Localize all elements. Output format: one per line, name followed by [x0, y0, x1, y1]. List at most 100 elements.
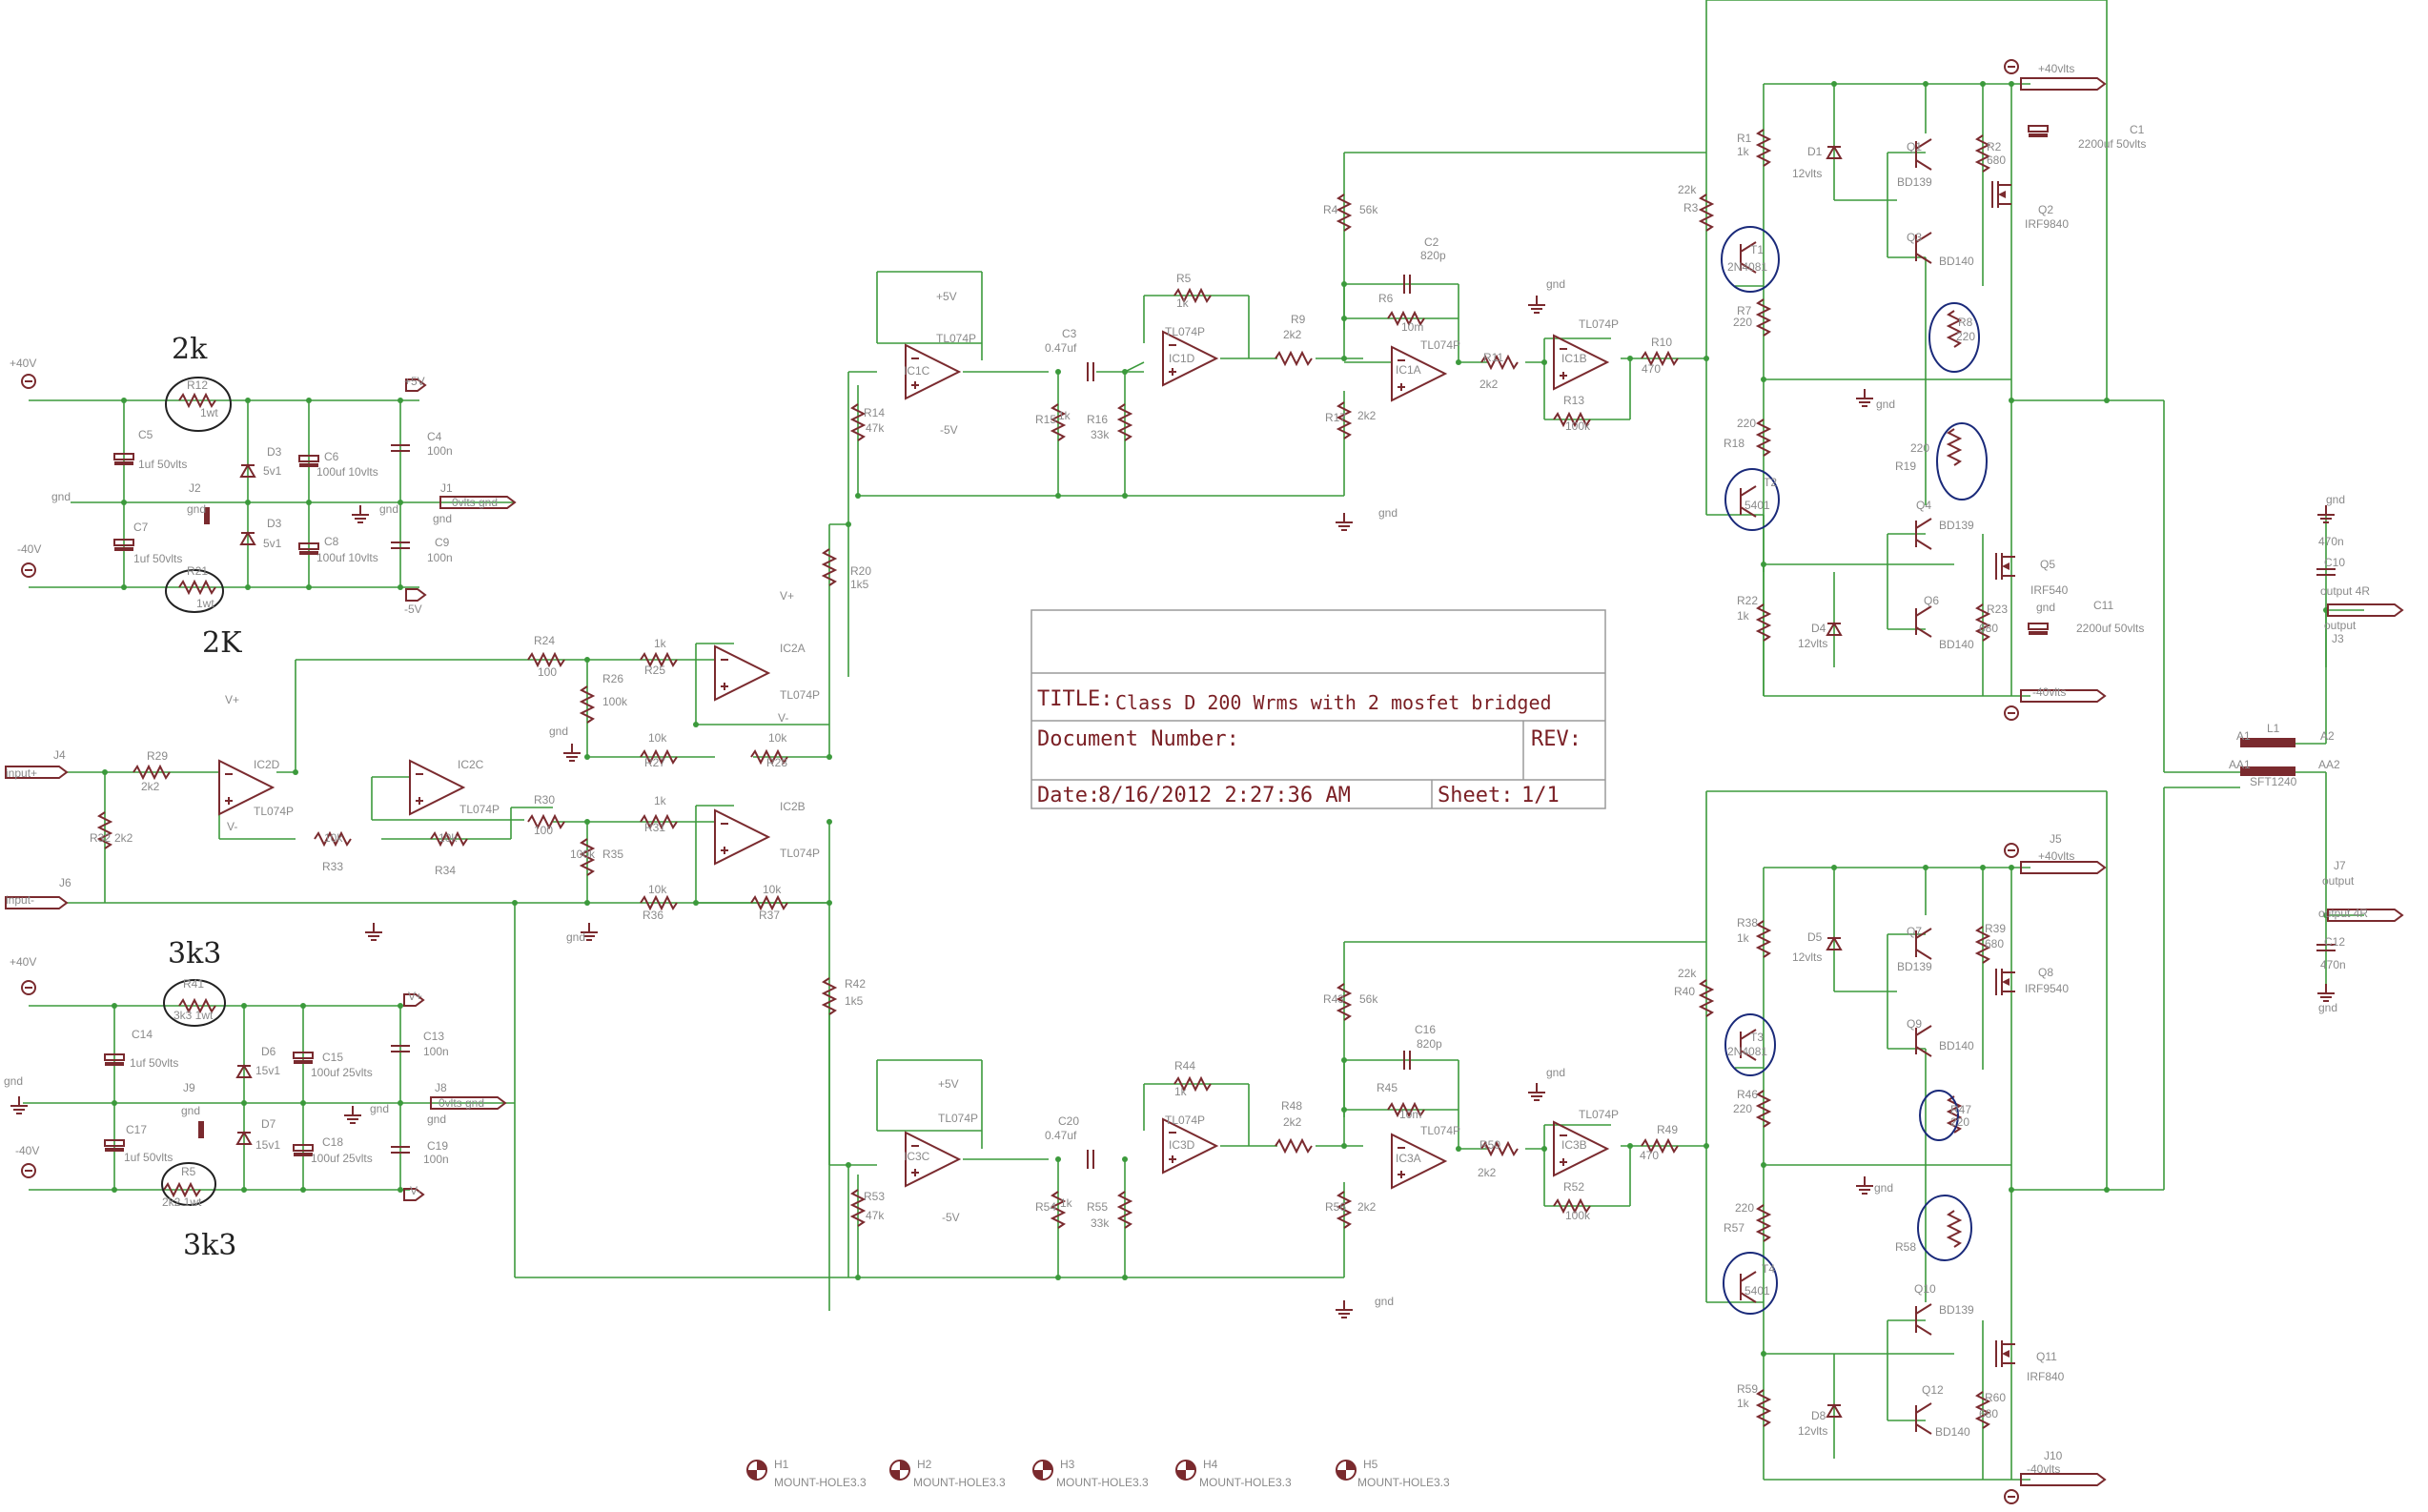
op-amp: [905, 343, 962, 400]
component-label: V+: [408, 990, 422, 1003]
component-label: 56k: [1359, 992, 1378, 1006]
resistor: [1387, 310, 1425, 327]
component-label: gnd: [2036, 601, 2055, 614]
component-label: BD139: [1897, 960, 1932, 973]
ground-symbol: [10, 1096, 28, 1114]
zener-diode: [1826, 145, 1843, 159]
component-label: 2N4081: [1727, 1045, 1767, 1058]
resistor: [1755, 920, 1772, 958]
component-label: L1: [2267, 722, 2280, 735]
date-label: Date:: [1037, 784, 1100, 807]
resistor: [1553, 411, 1591, 428]
ground-symbol: [1336, 513, 1353, 531]
component-label: R4: [1323, 203, 1338, 216]
op-amp: [714, 644, 771, 702]
transistor: [1915, 518, 1932, 550]
component-label: R60: [1985, 1391, 2006, 1404]
component-label: +5V: [404, 375, 425, 388]
component-label: 22k: [1678, 183, 1697, 196]
transistor: [1740, 241, 1757, 274]
component-label: 2200uf 50vlts: [2076, 622, 2144, 635]
component-label: 1k: [1737, 931, 1750, 945]
component-label: gnd: [433, 512, 452, 525]
component-label: 1k: [1058, 409, 1071, 422]
component-label: Q9: [1907, 1017, 1922, 1031]
component-label: IC3C: [904, 1150, 930, 1163]
components: [5, 59, 2404, 1504]
component-label: H1: [774, 1458, 789, 1471]
component-label: gnd: [1876, 398, 1895, 411]
resistor: [1116, 1191, 1133, 1229]
electrolytic-capacitor: [104, 1139, 125, 1152]
note-circle: [1936, 422, 1988, 501]
resistor: [1974, 603, 1991, 642]
note-circle: [1721, 226, 1780, 293]
component-label: output: [2322, 874, 2355, 888]
component-label: R30: [534, 793, 555, 807]
component-label: R2: [1987, 140, 2002, 153]
component-label: gnd: [370, 1102, 389, 1115]
component-label: BD140: [1939, 255, 1974, 268]
component-label: C4: [427, 430, 442, 443]
component-label: R53: [864, 1190, 885, 1203]
component-label: input-: [6, 893, 34, 907]
component-label: 12vlts: [1792, 167, 1822, 180]
component-label: 680: [1985, 937, 2004, 950]
component-label: D6: [261, 1045, 276, 1058]
resistor: [314, 830, 352, 848]
resistor: [1387, 1101, 1425, 1118]
resistor: [1755, 419, 1772, 457]
power-terminal: [2004, 705, 2019, 721]
component-label: -40V: [17, 542, 41, 556]
component-label: R43: [1323, 992, 1344, 1006]
component-label: C2: [1424, 235, 1439, 249]
resistor: [1275, 350, 1313, 367]
net-connector: [5, 766, 69, 779]
component-label: A2: [2320, 729, 2335, 743]
component-label: R31: [644, 821, 665, 834]
ground-symbol: [344, 1106, 361, 1124]
component-label: 1wt: [196, 597, 214, 610]
mosfet: [1995, 553, 2015, 580]
component-label: T3: [1750, 1031, 1764, 1044]
component-label: R34: [435, 864, 456, 877]
component-label: R38: [1737, 916, 1758, 930]
zener-diode: [1826, 936, 1843, 950]
op-amp: [905, 1131, 962, 1188]
component-label: IC2B: [780, 800, 806, 813]
component-label: 56k: [1359, 203, 1378, 216]
component-label: 47k: [866, 1209, 885, 1222]
component-label: 820p: [1417, 1037, 1442, 1051]
component-label: 33k: [1091, 1216, 1110, 1230]
component-label: TL074P: [936, 332, 976, 345]
component-label: 820p: [1420, 249, 1446, 262]
component-label: D5: [1807, 930, 1823, 944]
power-terminal: [21, 980, 36, 995]
component-label: 470n: [2318, 535, 2344, 548]
component-label: R58: [1895, 1240, 1916, 1254]
net-connector: [2327, 603, 2404, 617]
component-label: J3: [2332, 632, 2344, 645]
component-label: 100k: [602, 695, 628, 708]
op-amp: [1391, 345, 1448, 402]
power-terminal: [2004, 843, 2019, 858]
component-label: R47: [1950, 1103, 1971, 1116]
component-label: 100: [534, 824, 553, 837]
component-label: R11: [1483, 351, 1503, 364]
resistor: [1553, 1197, 1591, 1215]
net-connector: [2020, 861, 2107, 874]
component-label: 2k2: [114, 831, 133, 845]
component-label: TL074P: [1579, 1108, 1619, 1121]
component-label: 1k: [654, 794, 667, 807]
component-label: C12: [2324, 935, 2345, 949]
inductor-core: [2240, 766, 2295, 776]
resistor: [1974, 134, 1991, 173]
mount-hole: [889, 1460, 910, 1481]
component-label: 100n: [427, 444, 453, 458]
resistor: [1050, 1191, 1067, 1229]
component-label: R35: [602, 848, 623, 861]
net-connector: [430, 1096, 507, 1110]
component-label: R15: [1035, 413, 1056, 426]
component-label: Q4: [1916, 499, 1931, 512]
net-connector: [405, 378, 427, 392]
